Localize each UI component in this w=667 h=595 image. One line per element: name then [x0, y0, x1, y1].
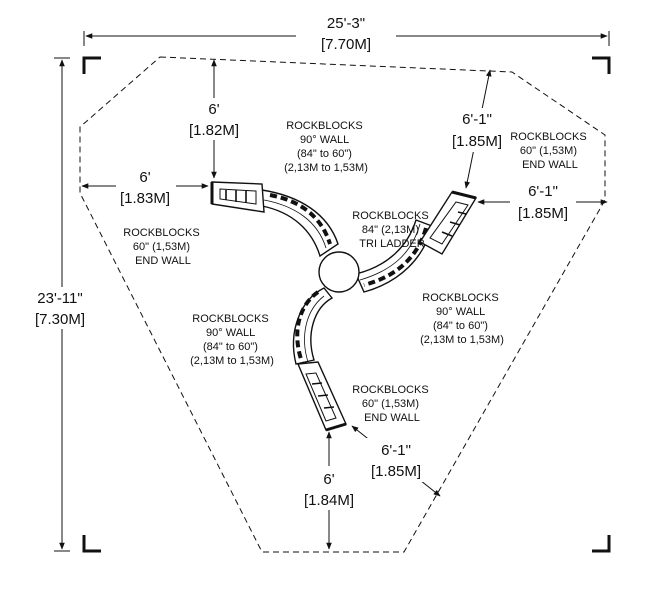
left-clearance-metric: [1.83M] [120, 190, 170, 207]
right-end-wall-module [419, 190, 478, 255]
right-clearance-imperial: 6'-1" [528, 183, 558, 200]
top-clearance-imperial: 6' [208, 101, 219, 118]
upper-right-clearance-imperial: 6'-1" [462, 111, 492, 128]
lower-right-clearance-imperial: 6'-1" [381, 442, 411, 459]
right-90-wall [355, 219, 433, 293]
bottom-clearance-metric: [1.84M] [304, 492, 354, 509]
top-clearance-dimension: 6' [1.82M] [182, 59, 246, 179]
left-clearance-dimension: 6' [1.83M] [81, 169, 209, 210]
use-zone-boundary [79, 56, 606, 553]
left-clearance-imperial: 6' [139, 169, 150, 186]
overall-depth-metric: [7.30M] [35, 311, 85, 328]
bottom-clearance-imperial: 6' [323, 471, 334, 488]
top-90-wall [261, 189, 339, 258]
overall-width-imperial: 25'-3" [327, 15, 365, 32]
right-clearance-metric: [1.85M] [518, 205, 568, 222]
bottom-end-wall-module [296, 361, 347, 432]
left-end-wall-module [210, 181, 265, 213]
upper-right-clearance-dimension: 6'-1" [1.85M] [446, 69, 508, 189]
overall-depth-imperial: 23'-11" [37, 290, 82, 307]
overall-depth-dimension: 23'-11" [7.30M] [18, 57, 104, 552]
right-end-wall-label: ROCKBLOCKS 60" (1,53M) END WALL [510, 131, 589, 171]
bottom-clearance-dimension: 6' [1.84M] [296, 431, 362, 550]
top-clearance-metric: [1.82M] [189, 122, 239, 139]
tri-ladder-hub [318, 251, 360, 293]
top-wall-label: ROCKBLOCKS 90° WALL (84" to 60") (2,13M … [284, 120, 368, 174]
tri-ladder-label: ROCKBLOCKS 84" (2,13M) TRI LADDER [352, 210, 431, 250]
lower-right-clearance-dimension: 6'-1" [1.85M] [351, 425, 441, 497]
right-clearance-dimension: 6'-1" [1.85M] [477, 180, 608, 224]
left-90-wall [292, 287, 334, 365]
climbing-structure [210, 181, 478, 432]
corner-brackets [82, 56, 611, 553]
upper-right-clearance-metric: [1.85M] [452, 133, 502, 150]
lower-right-clearance-metric: [1.85M] [371, 463, 421, 480]
overall-width-metric: [7.70M] [321, 36, 371, 53]
left-end-wall-label: ROCKBLOCKS 60" (1,53M) END WALL [123, 227, 202, 267]
left-wall-label: ROCKBLOCKS 90° WALL (84" to 60") (2,13M … [190, 313, 274, 367]
product-labels: ROCKBLOCKS 90° WALL (84" to 60") (2,13M … [123, 120, 589, 424]
right-wall-label: ROCKBLOCKS 90° WALL (84" to 60") (2,13M … [420, 292, 504, 346]
bottom-end-wall-label: ROCKBLOCKS 60" (1,53M) END WALL [352, 384, 431, 424]
overall-width-dimension: 25'-3" [7.70M] [83, 12, 610, 54]
